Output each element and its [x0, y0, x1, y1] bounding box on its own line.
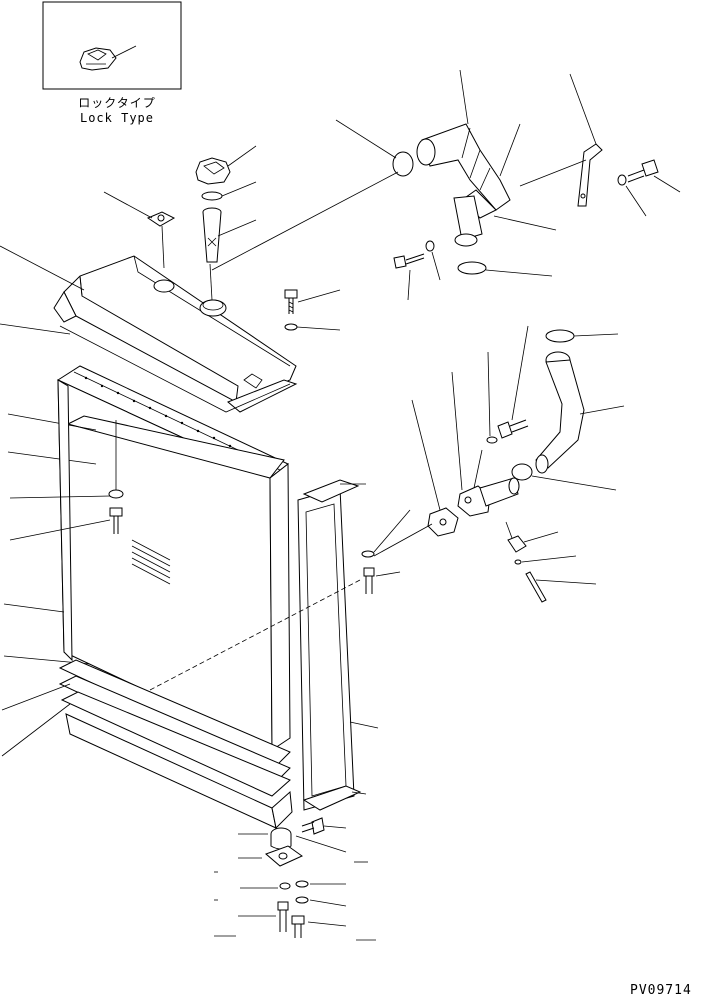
bolt-hose — [393, 253, 425, 269]
o-ring — [201, 191, 223, 201]
bolt-core — [109, 507, 123, 534]
upper-header — [66, 415, 285, 479]
inset-label-en: Lock Type — [79, 111, 155, 125]
bolt-top — [284, 289, 298, 314]
tank-boss — [153, 279, 175, 293]
filler-neck — [202, 207, 222, 263]
outlet-gasket — [427, 507, 459, 537]
washer-top — [284, 323, 298, 331]
inset-lock-type — [42, 1, 182, 90]
washer-hose — [425, 240, 435, 252]
drain-washer — [514, 559, 522, 565]
side-plate — [297, 479, 362, 811]
rubber-mount — [270, 827, 292, 850]
upper-hose — [392, 123, 511, 247]
bolt-bracket — [627, 159, 659, 183]
outlet-pipe — [457, 477, 520, 517]
mount-plate — [265, 845, 303, 867]
drawing-code: PV09714 — [630, 983, 692, 998]
lower-hose — [535, 351, 585, 474]
left-frame — [57, 379, 73, 662]
bolt-side — [363, 567, 375, 594]
hose-clamp-4 — [511, 463, 533, 481]
bolt-outlet — [497, 419, 529, 439]
washer-core — [108, 489, 124, 499]
hose-clamp-1 — [392, 151, 414, 177]
core-vent — [131, 539, 171, 585]
lower-tank — [58, 659, 293, 830]
bolt-mount — [301, 817, 325, 835]
washer-mount-3 — [295, 896, 309, 904]
top-tank — [53, 255, 298, 413]
washer-mount-1 — [279, 882, 291, 890]
washer-outlet — [486, 436, 498, 444]
drain-tube — [525, 571, 547, 603]
radiator-cap — [195, 157, 231, 185]
bolt-bottom-1 — [277, 901, 289, 932]
inset-label-jp: ロックタイプ — [78, 96, 156, 110]
hose-clamp-2 — [457, 261, 487, 275]
bolt-bottom-2 — [291, 915, 305, 938]
washer-side — [361, 550, 375, 558]
top-gasket — [59, 325, 291, 413]
hose-clamp-3 — [545, 329, 575, 343]
drain-cock — [505, 521, 527, 553]
mount-bracket — [146, 211, 176, 227]
lock-cap-icon — [79, 47, 117, 71]
hose-bracket — [577, 143, 603, 207]
washer-mount-2 — [295, 880, 309, 888]
washer-bracket — [617, 174, 627, 186]
